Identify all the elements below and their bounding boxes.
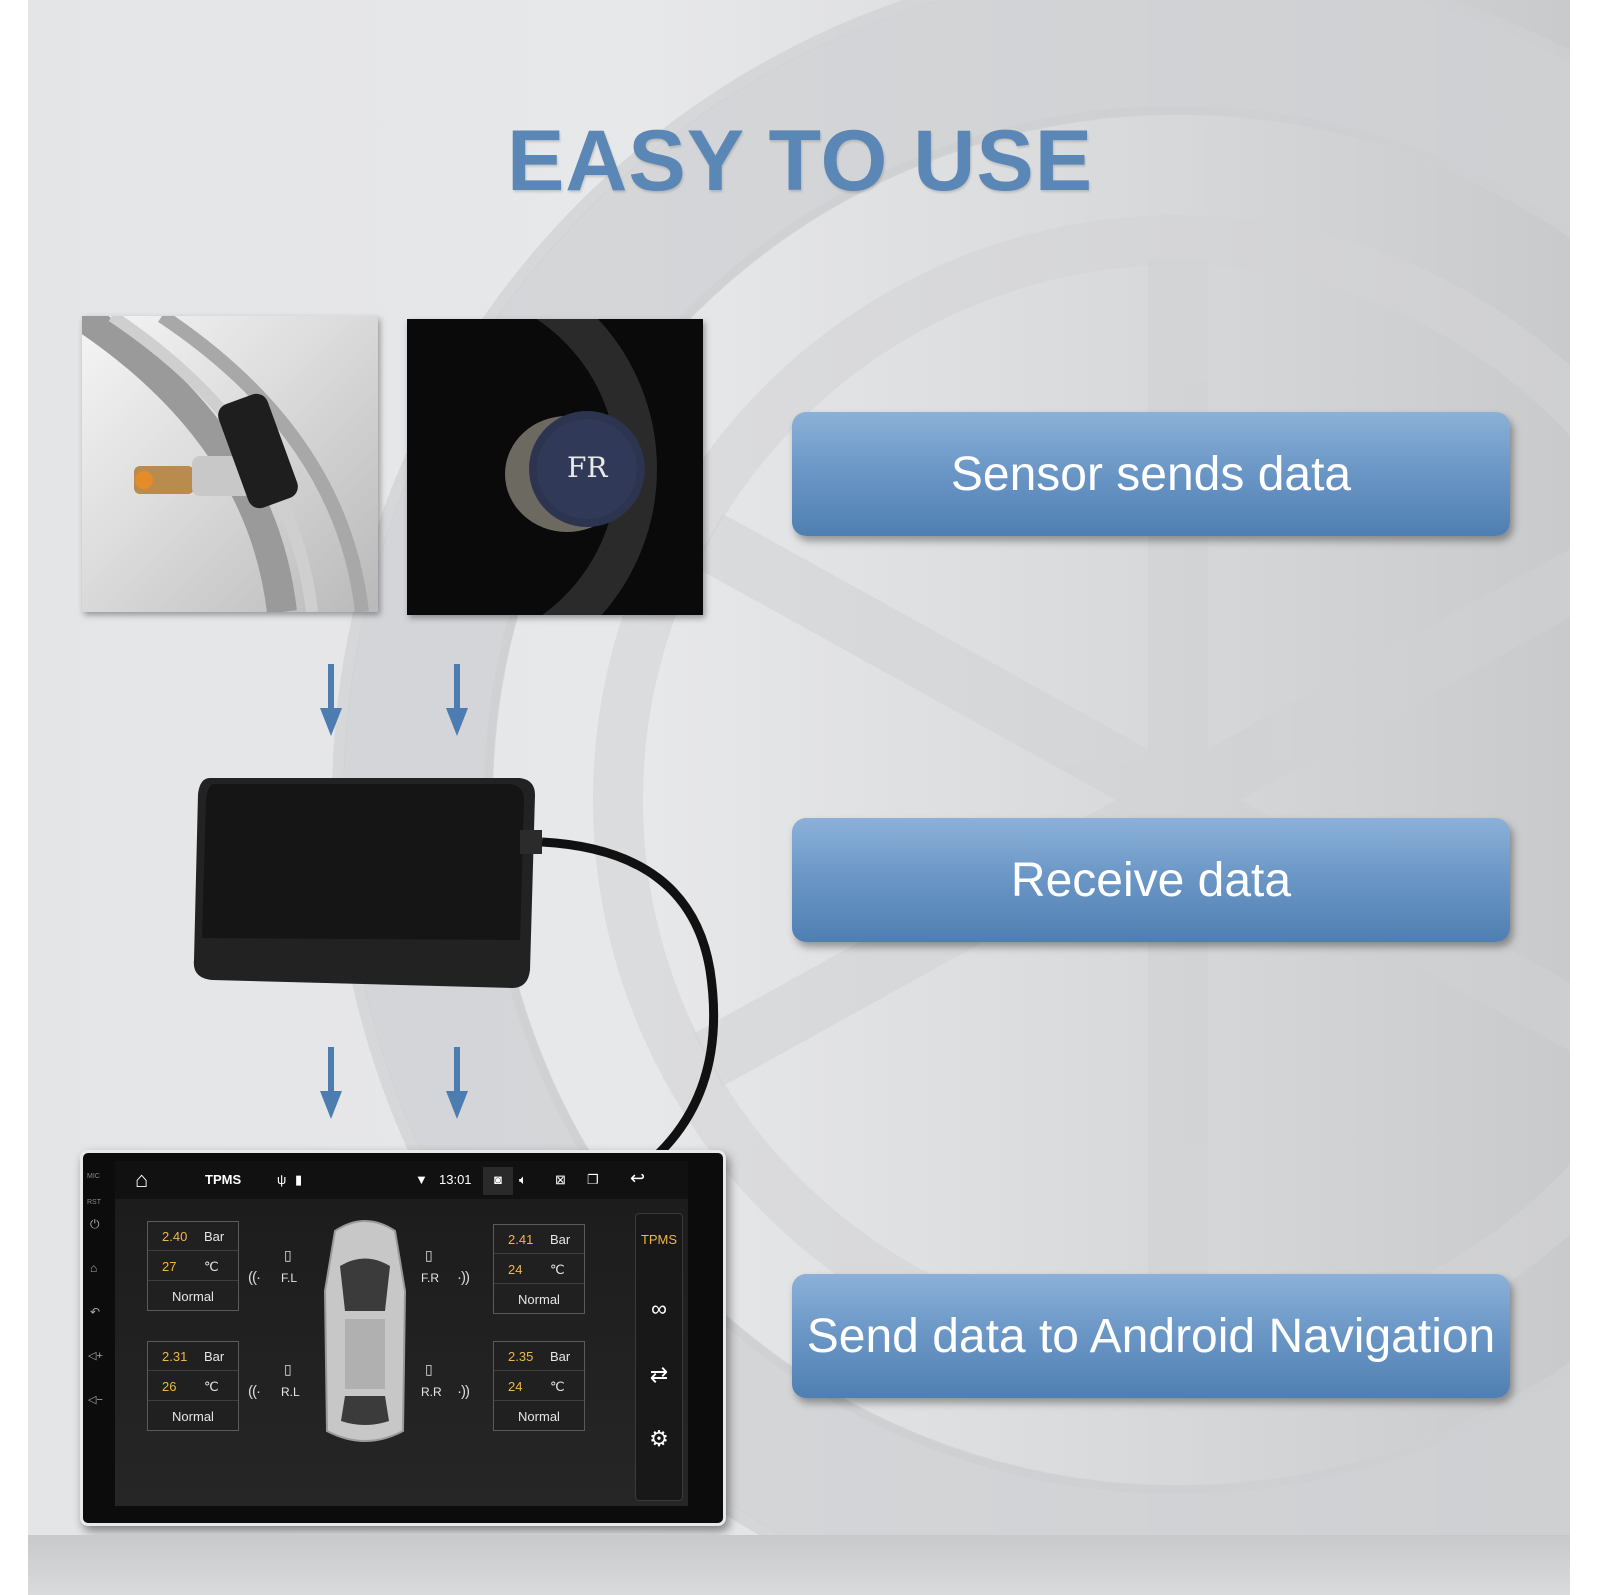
sensor-rim-photo: [82, 316, 378, 612]
temp-value: 24: [508, 1379, 523, 1394]
rst-label: RST: [87, 1199, 101, 1206]
pressure-unit: Bar: [550, 1232, 571, 1247]
volume-icon[interactable]: 🔈︎: [519, 1172, 527, 1187]
volume-down-side-icon[interactable]: ◁−: [88, 1394, 103, 1406]
rail-tab-tpms[interactable]: TPMS: [640, 1232, 678, 1247]
signal-icon: ((·: [248, 1383, 261, 1400]
step-sensor-sends-data: Sensor sends data: [792, 412, 1510, 536]
receiver-box: [193, 778, 719, 1174]
link-icon[interactable]: ∞: [651, 1296, 667, 1321]
camera-icon[interactable]: ◙: [483, 1167, 513, 1195]
position-label: R.R: [421, 1385, 442, 1399]
page-title: EASY TO USE: [506, 113, 1094, 209]
down-arrow-icon: [320, 664, 342, 736]
tire-card-front-left: 2.40 Bar 27 ℃ Normal: [147, 1221, 239, 1311]
battery-icon: ▯: [284, 1247, 292, 1263]
swap-icon[interactable]: ⇄: [649, 1362, 669, 1387]
step-receive-data: Receive data: [792, 818, 1510, 942]
battery-icon: ▯: [284, 1361, 292, 1377]
status-bar: ⌂ TPMS ψ ▮ ▼ 13:01 ◙ 🔈︎ ⊠ ❐ ↩: [115, 1161, 688, 1199]
battery-icon: ▯: [425, 1247, 433, 1263]
tire-status: Normal: [518, 1292, 560, 1307]
temp-value: 27: [162, 1259, 177, 1274]
back-side-icon[interactable]: ↶: [90, 1305, 101, 1319]
clock: 13:01: [439, 1172, 472, 1187]
settings-icon[interactable]: ⚙: [649, 1426, 669, 1451]
pressure-unit: Bar: [204, 1349, 225, 1364]
temp-unit: ℃: [550, 1262, 565, 1277]
valve-cap-photo: FR: [407, 319, 703, 615]
app-title: TPMS: [205, 1172, 242, 1187]
tire-card-rear-right: 2.35 Bar 24 ℃ Normal: [493, 1341, 585, 1431]
multi-window-icon[interactable]: ❐: [587, 1172, 599, 1187]
tire-status: Normal: [172, 1409, 214, 1424]
pressure-value: 2.31: [162, 1349, 188, 1364]
tire-status: Normal: [172, 1289, 214, 1304]
position-label: F.R: [421, 1271, 439, 1285]
temp-value: 26: [162, 1379, 177, 1394]
position-label: F.L: [281, 1271, 298, 1285]
close-window-icon[interactable]: ⊠: [555, 1172, 566, 1187]
step-label: Receive data: [1010, 853, 1292, 907]
mic-label: MIC: [87, 1173, 100, 1180]
home-icon[interactable]: ⌂: [135, 1167, 149, 1192]
usb-icon: ψ: [277, 1172, 287, 1187]
sd-card-icon: ▮: [295, 1172, 303, 1187]
tire-card-front-right: 2.41 Bar 24 ℃ Normal: [493, 1224, 585, 1314]
tire-status: Normal: [518, 1409, 560, 1424]
right-rail: TPMS ∞ ⇄ ⚙: [635, 1213, 683, 1501]
pressure-unit: Bar: [204, 1229, 225, 1244]
pressure-unit: Bar: [550, 1349, 571, 1364]
bottom-strip: [28, 1535, 1570, 1595]
down-arrow-icon: [446, 1047, 468, 1119]
home-side-icon[interactable]: ⌂: [90, 1261, 98, 1275]
pressure-value: 2.41: [508, 1232, 534, 1247]
signal-icon: ((·: [248, 1269, 261, 1286]
step-label: Sensor sends data: [950, 447, 1352, 501]
step-label: Send data to Android Navigation: [806, 1309, 1496, 1363]
pressure-value: 2.35: [508, 1349, 534, 1364]
temp-unit: ℃: [204, 1259, 219, 1274]
tire-card-rear-left: 2.31 Bar 26 ℃ Normal: [147, 1341, 239, 1431]
temp-unit: ℃: [204, 1379, 219, 1394]
down-arrow-icon: [320, 1047, 342, 1119]
signal-icon: ·)): [457, 1269, 470, 1286]
down-arrow-icon: [446, 664, 468, 736]
back-icon[interactable]: ↩: [630, 1168, 646, 1188]
signal-icon: ·)): [457, 1383, 470, 1400]
battery-icon: ▯: [425, 1361, 433, 1377]
power-icon[interactable]: ⏻: [90, 1217, 100, 1231]
step-send-to-navigation: Send data to Android Navigation: [792, 1274, 1510, 1398]
head-unit: MIC RST ⏻ ⌂ ↶ ◁+ ◁− ⌂ TPMS ψ ▮ ▼ 13:01 ◙…: [80, 1150, 726, 1526]
pressure-value: 2.40: [162, 1229, 188, 1244]
temp-unit: ℃: [550, 1379, 565, 1394]
valve-cap-label: FR: [567, 451, 608, 484]
wifi-icon: ▼: [415, 1172, 428, 1187]
temp-value: 24: [508, 1262, 523, 1277]
position-label: R.L: [281, 1385, 300, 1399]
car-top-view: [323, 1220, 407, 1442]
volume-up-side-icon[interactable]: ◁+: [88, 1350, 103, 1362]
